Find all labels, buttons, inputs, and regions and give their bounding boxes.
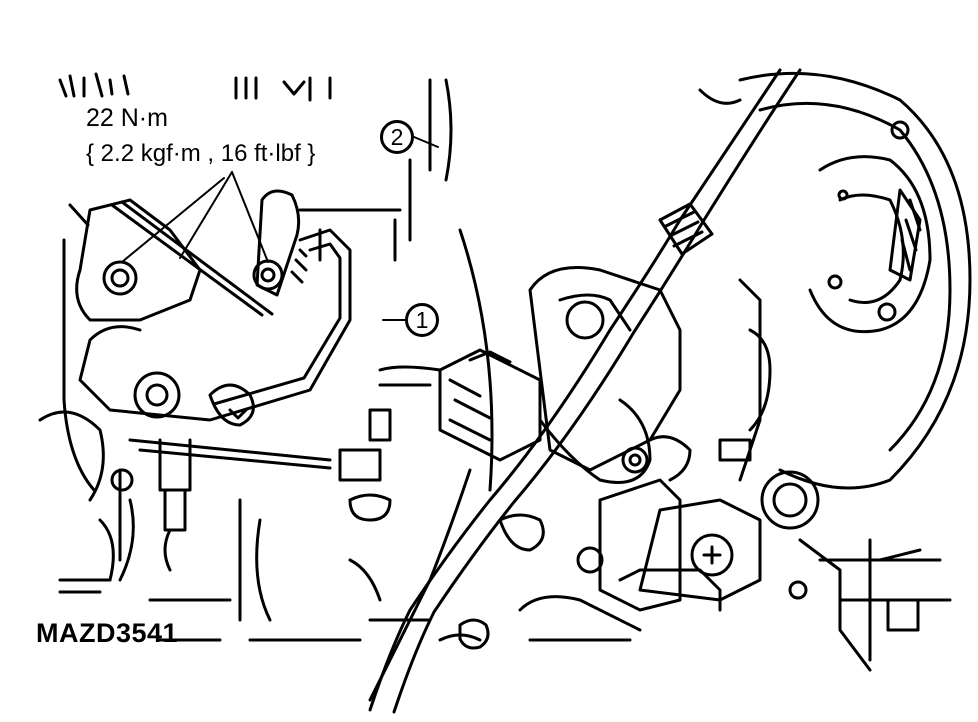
lower-right-housing (458, 435, 952, 672)
torque-leader-lines (121, 171, 269, 263)
torque-alternate-units-label: { 2.2 kgf·m , 16 ft·lbf } (86, 140, 316, 167)
hose (368, 68, 802, 714)
diagram-reference-code: MAZD3541 (36, 618, 179, 648)
mounting-bracket (75, 189, 352, 572)
callout-marker-1: 1 (405, 303, 439, 337)
sensor-assembly (438, 266, 682, 612)
flywheel (698, 71, 972, 490)
callout-marker-2: 2 (380, 120, 414, 154)
callout-leaders (382, 136, 439, 321)
torque-value-label: 22 N·m (86, 104, 168, 132)
